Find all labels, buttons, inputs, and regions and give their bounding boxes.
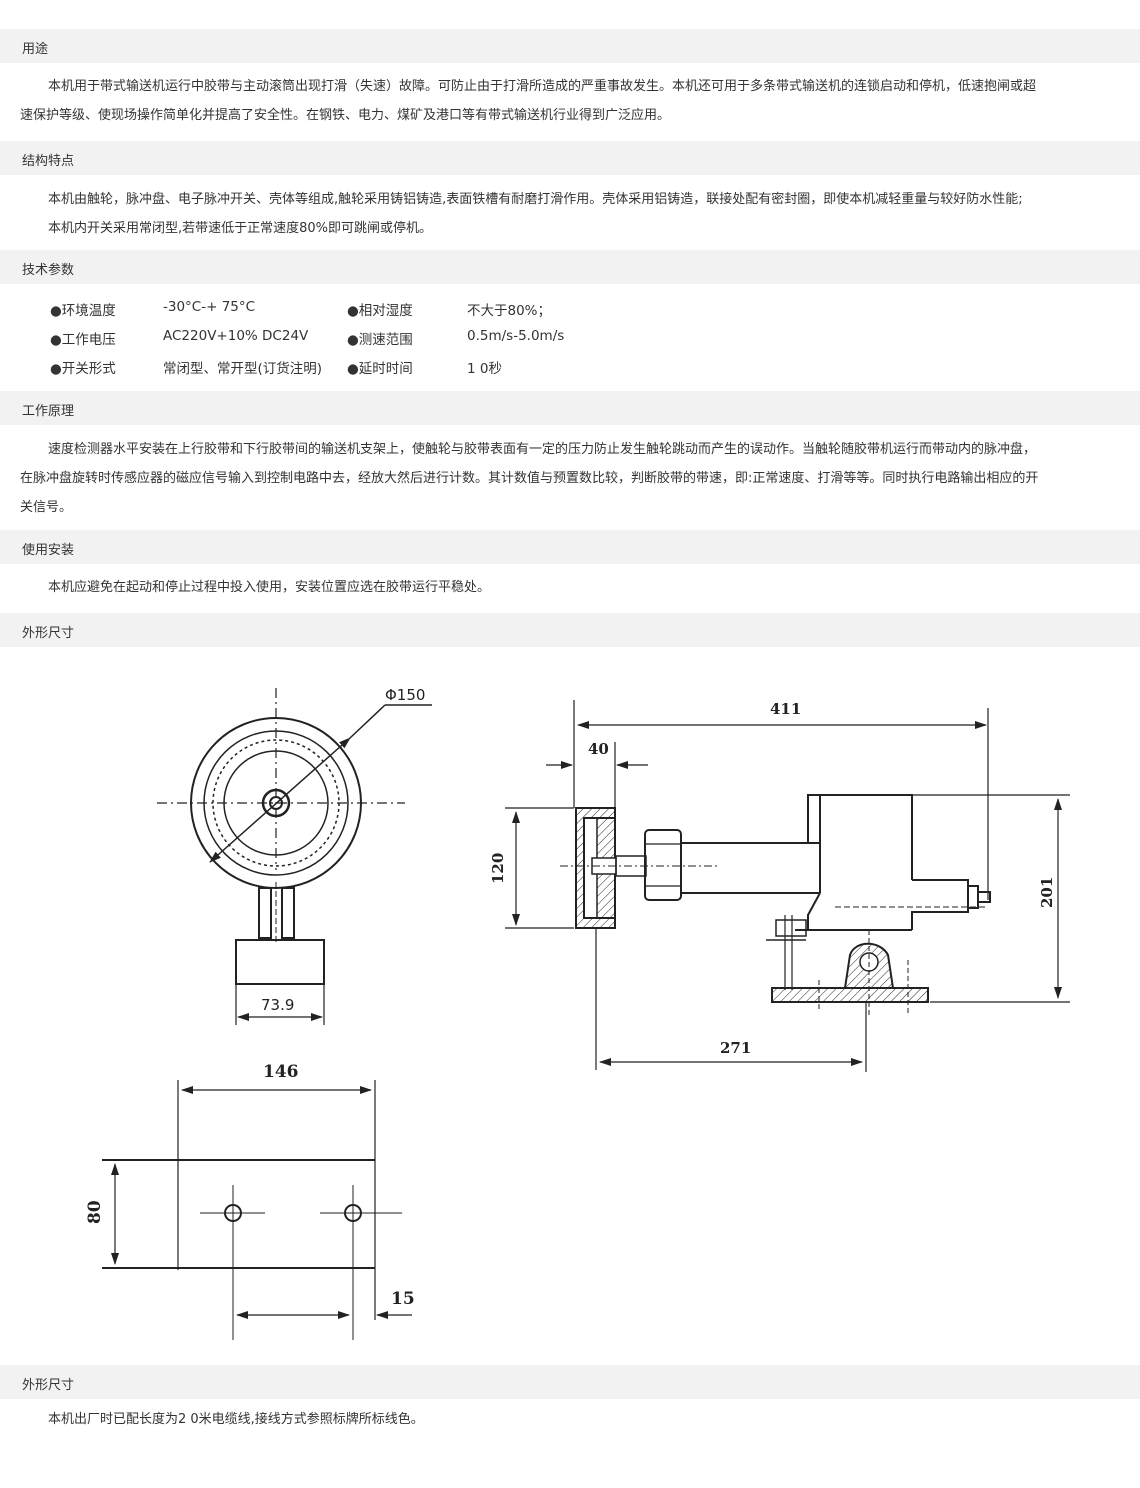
label-flange: 40 — [588, 740, 609, 758]
spec-value: 常闭型、常开型(订货注明) — [163, 361, 323, 377]
section-title: 外形尺寸 — [22, 1378, 75, 1393]
label-hole-offset: 15 — [391, 1289, 415, 1309]
spec-value: -30°C-+ 75°C — [163, 299, 256, 315]
text-line: 本机出厂时已配长度为2 0米电缆线,接线方式参照标牌所标线色。 — [48, 1412, 424, 1427]
spec-label: ●开关形式 — [50, 361, 116, 377]
label-plate-width: 146 — [263, 1062, 299, 1082]
structure-text: 本机由触轮，脉冲盘、电子脉冲开关、壳体等组成,触轮采用铸铝铸造,表面铁槽有耐磨打… — [20, 185, 1120, 243]
text-line: 本机由触轮，脉冲盘、电子脉冲开关、壳体等组成,触轮采用铸铝铸造,表面铁槽有耐磨打… — [48, 192, 1023, 207]
section-title: 结构特点 — [22, 154, 75, 169]
spec-value: 不大于80%； — [467, 303, 552, 319]
spec-value: 0.5m/s-5.0m/s — [467, 328, 565, 344]
section-header-wiring: 外形尺寸 — [0, 1365, 1140, 1399]
section-header-dimensions: 外形尺寸 — [0, 613, 1140, 647]
text-line: 关信号。 — [20, 500, 73, 515]
label-height-right: 201 — [1038, 877, 1056, 908]
label-plate-height: 80 — [85, 1200, 105, 1224]
section-header-install: 使用安装 — [0, 530, 1140, 564]
text-line: 本机应避免在起动和停止过程中投入使用，安装位置应选在胶带运行平稳处。 — [48, 580, 491, 595]
spec-value: 1 0秒 — [467, 361, 502, 377]
spec-value: AC220V+10% DC24V — [163, 328, 309, 344]
section-header-specs: 技术参数 — [0, 250, 1140, 284]
section-title: 工作原理 — [22, 404, 75, 419]
label-length-total: 411 — [770, 700, 801, 718]
label-height-left: 120 — [489, 853, 507, 884]
section-title: 外形尺寸 — [22, 626, 75, 641]
spec-label: ●测速范围 — [347, 332, 413, 348]
text-line: 在脉冲盘旋转时传感应器的磁应信号输入到控制电路中去，经放大然后进行计数。其计数值… — [20, 471, 1039, 486]
spec-label: ●工作电压 — [50, 332, 116, 348]
wiring-text: 本机出厂时已配长度为2 0米电缆线,接线方式参照标牌所标线色。 — [20, 1405, 1120, 1434]
side-view — [505, 700, 1070, 1072]
text-line: 本机用于带式输送机运行中胶带与主动滚筒出现打滑（失速）故障。可防止由于打滑所造成… — [48, 79, 1037, 94]
section-title: 用途 — [22, 42, 49, 57]
spec-label: ●环境温度 — [50, 303, 116, 319]
section-title: 使用安装 — [22, 543, 75, 558]
label-base-width: 73.9 — [261, 996, 294, 1014]
base-plate-view — [102, 1080, 412, 1340]
section-header-usage: 用途 — [0, 29, 1140, 63]
label-diameter: Φ150 — [385, 686, 425, 704]
text-line: 本机内开关采用常闭型,若带速低于正常速度80%即可跳闸或停机。 — [48, 221, 433, 236]
text-line: 速保护等级、使现场操作简单化并提高了安全性。在钢铁、电力、煤矿及港口等有带式输送… — [20, 108, 671, 123]
usage-text: 本机用于带式输送机运行中胶带与主动滚筒出现打滑（失速）故障。可防止由于打滑所造成… — [20, 72, 1120, 130]
install-text: 本机应避免在起动和停止过程中投入使用，安装位置应选在胶带运行平稳处。 — [20, 573, 1120, 602]
section-header-structure: 结构特点 — [0, 141, 1140, 175]
text-line: 速度检测器水平安装在上行胶带和下行胶带间的输送机支架上，使触轮与胶带表面有一定的… — [48, 442, 1037, 457]
spec-label: ●延时时间 — [347, 361, 413, 377]
spec-label: ●相对湿度 — [347, 303, 413, 319]
section-title: 技术参数 — [22, 263, 75, 278]
principle-text: 速度检测器水平安装在上行胶带和下行胶带间的输送机支架上，使触轮与胶带表面有一定的… — [20, 435, 1120, 522]
front-view — [157, 688, 432, 1025]
section-header-principle: 工作原理 — [0, 391, 1140, 425]
label-length-base: 271 — [720, 1039, 751, 1057]
